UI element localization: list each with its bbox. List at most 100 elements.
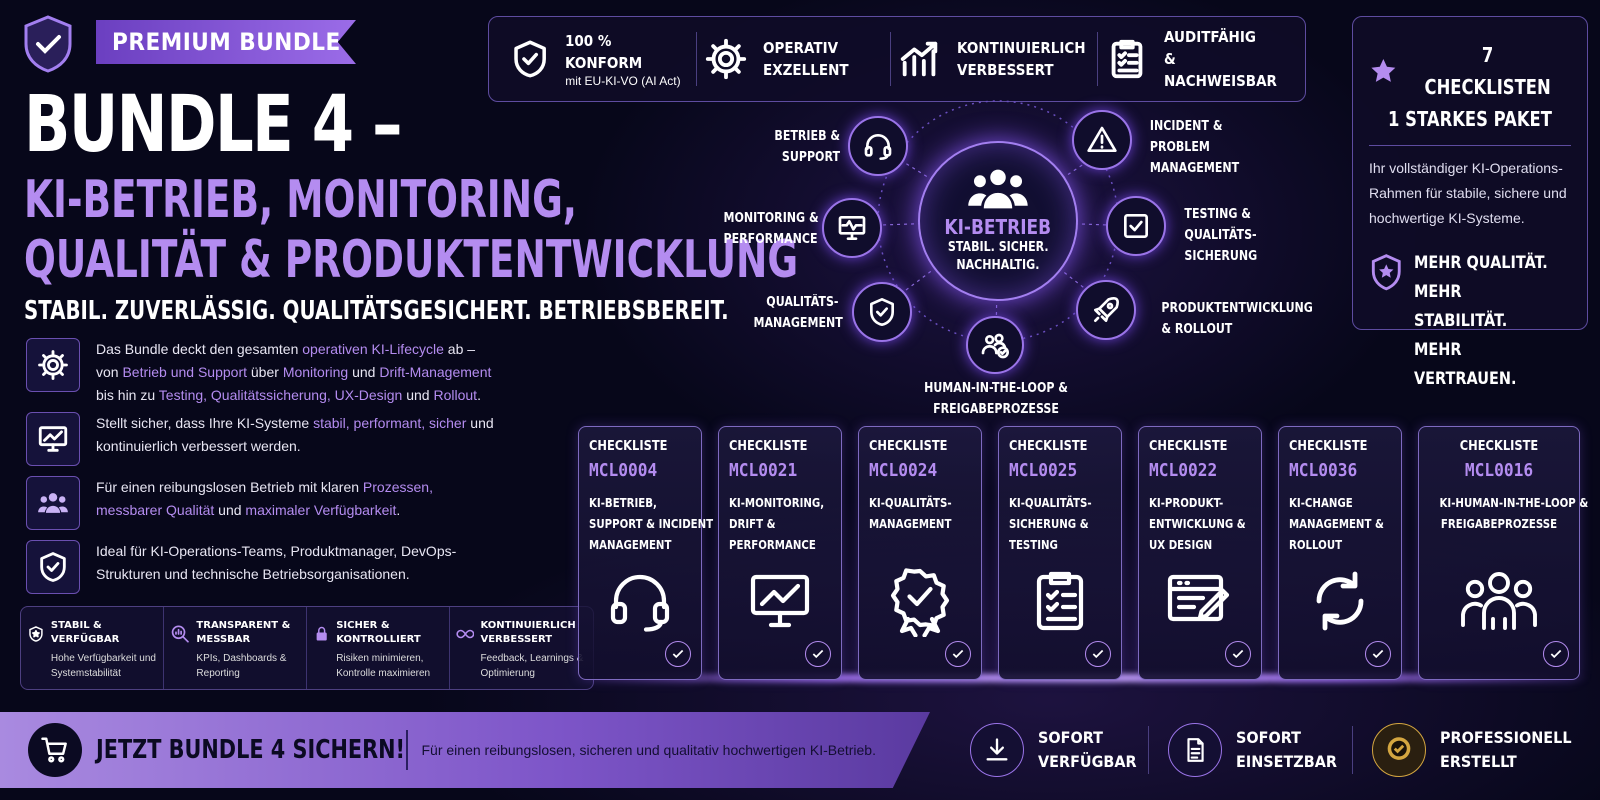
growth-chart-icon xyxy=(900,41,938,77)
clipboard-icon xyxy=(1111,39,1143,79)
star-shield-icon xyxy=(1371,254,1401,291)
card-label: CHECKLISTE xyxy=(1149,439,1228,454)
card-title-line: SICHERUNG & xyxy=(1009,517,1089,531)
node-label-line: QUALITÄTS- xyxy=(766,295,839,310)
checklist-card[interactable]: CHECKLISTE MCL0021 KI-MONITORING,DRIFT &… xyxy=(718,426,842,680)
check-icon xyxy=(1365,641,1391,667)
trust-item: KONTINUIERLICH VERBESSERT xyxy=(891,32,1098,86)
card-code: MCL0025 xyxy=(1009,460,1078,481)
node-label-line: MANAGEMENT xyxy=(753,316,843,331)
cta-subtext: Für einen reibungslosen, sicheren und qu… xyxy=(421,742,877,758)
feature-text: Stellt sicher, dass Ihre KI-Systeme stab… xyxy=(96,412,496,458)
card-code: MCL0016 xyxy=(1464,460,1534,481)
card-code: MCL0004 xyxy=(589,460,658,481)
gear-icon xyxy=(26,338,80,392)
checklist-card[interactable]: CHECKLISTE MCL0016 KI-HUMAN-IN-THE-LOOP … xyxy=(1418,426,1588,680)
divider xyxy=(406,730,408,770)
hub-node-incident xyxy=(1072,110,1132,170)
hub-node-human-in-the-loop xyxy=(966,316,1024,374)
hub-node-label: TESTING &QUALITÄTS-SICHERUNG xyxy=(1184,204,1257,267)
people-icon xyxy=(1461,572,1537,630)
card-title-line: DRIFT & xyxy=(729,517,776,531)
text-segment: und xyxy=(348,364,380,380)
card-title-line: UX DESIGN xyxy=(1149,538,1213,552)
cta-banner[interactable]: JETZT BUNDLE 4 SICHERN! Für einen reibun… xyxy=(0,712,930,788)
hub-node-rollout xyxy=(1076,280,1136,340)
hub-node-label: BETRIEB &SUPPORT xyxy=(772,126,840,168)
card-code: MCL0022 xyxy=(1149,460,1218,481)
gear-icon xyxy=(705,38,747,80)
summary-description: Ihr vollständiger KI-Operations-Rahmen f… xyxy=(1369,160,1567,226)
text-segment: und xyxy=(402,387,434,403)
node-label-line: & ROLLOUT xyxy=(1161,322,1233,337)
benefit-text: Risiken minimieren, Kontrolle maximieren xyxy=(336,653,431,679)
card-title-line: PERFORMANCE xyxy=(729,538,816,552)
feature-item: Ideal für KI-Operations-Teams, Produktma… xyxy=(26,540,496,594)
trust-item: OPERATIV EXZELLENT xyxy=(697,32,891,86)
feature-item: Für einen reibungslosen Betrieb mit klar… xyxy=(26,476,496,530)
node-label-line: PRODUKTENTWICKLUNG xyxy=(1161,301,1313,316)
card-title-line: TESTING xyxy=(1009,538,1058,552)
summary-card: 7 CHECKLISTEN 1 STARKES PAKET Ihr vollst… xyxy=(1352,16,1588,389)
check-icon xyxy=(665,641,691,667)
text-segment: und kontinuierlich verbessert werden. xyxy=(96,415,494,454)
card-title-line: KI-PRODUKT- xyxy=(1149,496,1224,510)
card-code: MCL0036 xyxy=(1289,460,1358,481)
checklist-card[interactable]: CHECKLISTE MCL0024 KI-QUALITÄTS-MANAGEME… xyxy=(858,426,982,680)
warning-icon xyxy=(1087,126,1117,152)
benefit-title: TRANSPARENT & MESSBAR xyxy=(196,620,291,645)
node-label-line: INCIDENT & xyxy=(1149,119,1223,134)
text-segment: und xyxy=(214,502,246,518)
browser-pen-icon xyxy=(1167,574,1230,622)
trust-title: KONTINUIERLICH VERBESSERT xyxy=(957,39,1086,79)
headset-icon xyxy=(864,134,892,160)
checklist-card[interactable]: CHECKLISTE MCL0004 KI-BETRIEB,SUPPORT & … xyxy=(578,426,713,680)
shield-check-icon xyxy=(870,298,894,326)
badge-line: SOFORT xyxy=(1038,728,1103,747)
node-label-line: MANAGEMENT xyxy=(1149,161,1240,176)
checklist-card[interactable]: CHECKLISTE MCL0022 KI-PRODUKT- ENTWICKLUN… xyxy=(1138,426,1262,680)
benefit-title: SICHER & KONTROLLIERT xyxy=(336,620,421,645)
shield-check-icon xyxy=(24,15,72,73)
shield-check-icon xyxy=(514,40,546,78)
node-label-line: SUPPORT xyxy=(781,150,840,165)
card-title-line: MANAGEMENT xyxy=(869,517,952,531)
page-subtitle: KI-BETRIEB, MONITORING, QUALITÄT & PRODU… xyxy=(24,170,798,290)
card-code: MCL0021 xyxy=(729,460,798,481)
star-shield-icon xyxy=(29,626,43,642)
check-icon xyxy=(1225,641,1251,667)
card-title-line: ROLLOUT xyxy=(1289,538,1343,552)
node-label-line: HUMAN-IN-THE-LOOP & xyxy=(924,381,1068,396)
benefit-text: KPIs, Dashboards & Reporting xyxy=(196,653,287,679)
text-segment: Ideal für KI-Operations-Teams, Produktma… xyxy=(96,543,457,582)
card-title-line: KI-QUALITÄTS- xyxy=(1009,496,1092,510)
infinity-icon xyxy=(456,629,475,639)
feature-text: Das Bundle deckt den gesamten operativen… xyxy=(96,338,496,407)
card-title-line: KI-BETRIEB, xyxy=(589,496,657,510)
monitor-chart-icon xyxy=(26,412,80,466)
award-icon xyxy=(1372,723,1426,777)
badge-line: SOFORT xyxy=(1236,728,1301,747)
hub-subtitle: NACHHALTIG. xyxy=(956,258,1040,273)
card-label: CHECKLISTE xyxy=(869,439,948,454)
hub-center: KI-BETRIEB STABIL. SICHER. NACHHALTIG. xyxy=(918,141,1078,301)
trust-title: AUDITFÄHIG & NACHWEISBAR xyxy=(1164,28,1277,90)
card-title-line: ENTWICKLUNG & xyxy=(1149,517,1246,531)
node-label-line: PROBLEM xyxy=(1149,140,1210,155)
summary-claim: MEHR VERTRAUEN. xyxy=(1413,340,1516,389)
text-segment: Das Bundle deckt den gesamten xyxy=(96,341,303,357)
checklist-card[interactable]: CHECKLISTE MCL0025 KI-QUALITÄTS-SICHERUN… xyxy=(998,426,1122,680)
team-icon xyxy=(26,476,80,530)
cta-button-label[interactable]: JETZT BUNDLE 4 SICHERN! xyxy=(96,735,405,765)
trust-sub: mit EU-KI-VO (AI Act) xyxy=(565,74,681,88)
checkbox-icon xyxy=(1124,214,1148,238)
badge-line: ERSTELLT xyxy=(1440,752,1517,771)
node-label-line: QUALITÄTS- xyxy=(1184,228,1257,243)
text-segment: Für einen reibungslosen Betrieb mit klar… xyxy=(96,479,363,495)
text-segment: . xyxy=(477,387,481,403)
card-title: KI-QUALITÄTS- SICHERUNG & TESTING xyxy=(1009,493,1096,556)
